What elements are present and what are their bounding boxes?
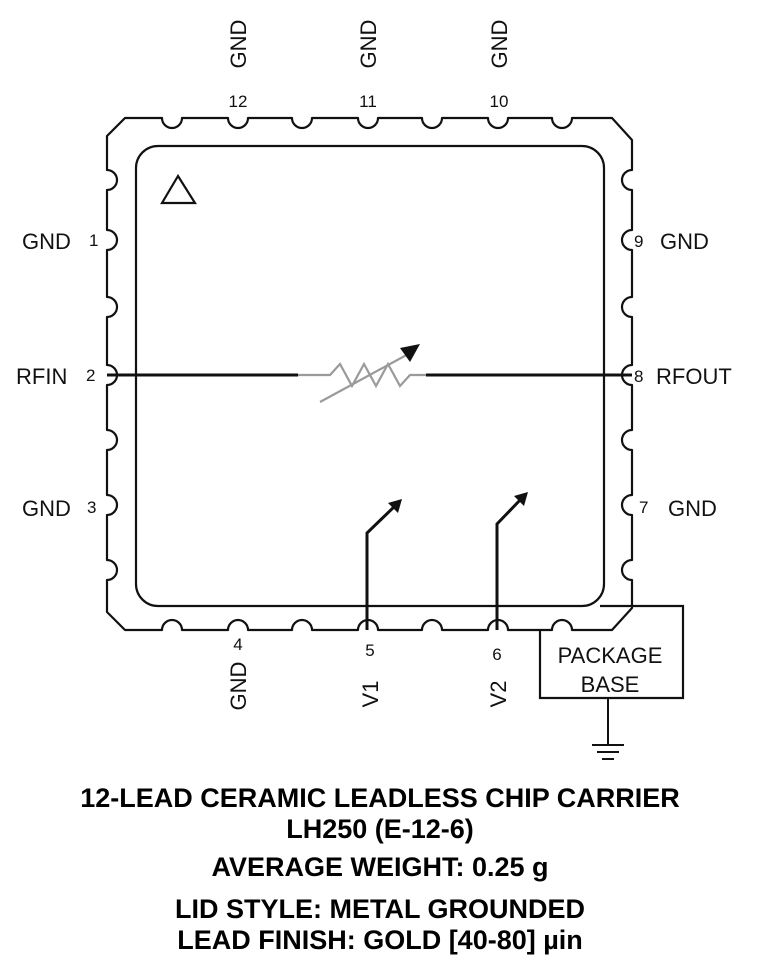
v1-arrow-icon <box>388 499 402 513</box>
attenuator-arrowhead-icon <box>400 344 420 362</box>
pin9-label: GND <box>660 229 709 254</box>
pin6-number: 6 <box>492 645 501 664</box>
caption-package-name: 12-LEAD CERAMIC LEADLESS CHIP CARRIER <box>80 783 680 813</box>
package-base-label-line1: PACKAGE <box>558 643 663 668</box>
pin5-label: V1 <box>358 681 383 708</box>
pin3-label: GND <box>22 496 71 521</box>
pin10-label: GND <box>487 20 512 69</box>
pin10-number: 10 <box>490 92 509 111</box>
pin6-label: V2 <box>486 681 511 708</box>
caption-lid-style: LID STYLE: METAL GROUNDED <box>175 894 585 924</box>
package-base-label-line2: BASE <box>581 672 640 697</box>
v2-arrow-icon <box>514 492 528 506</box>
ground-symbol-icon <box>592 744 624 760</box>
pinout-diagram: PACKAGE BASE 12 11 10 GND GND GND GND 1 … <box>16 20 732 760</box>
pin2-number: 2 <box>86 366 95 385</box>
caption-lead-finish: LEAD FINISH: GOLD [40-80] µin <box>177 925 583 955</box>
attenuator-arrow-line <box>319 351 413 403</box>
v2-control-line <box>495 496 524 630</box>
package-outline <box>105 116 634 632</box>
pin1-number: 1 <box>89 231 98 250</box>
pin1-label: GND <box>22 229 71 254</box>
pin2-label: RFIN <box>16 364 67 389</box>
pin4-number: 4 <box>233 635 242 654</box>
pin7-label: GND <box>668 496 717 521</box>
pin12-label: GND <box>226 20 251 69</box>
pin8-label: RFOUT <box>656 364 732 389</box>
pin4-label: GND <box>226 662 251 711</box>
pin12-number: 12 <box>229 92 248 111</box>
attenuator-resistor <box>298 361 426 389</box>
pin11-label: GND <box>356 20 381 69</box>
pin1-triangle-icon <box>160 173 197 205</box>
pin9-number: 9 <box>634 232 643 251</box>
caption-package-code: LH250 (E-12-6) <box>286 814 474 844</box>
caption-average-weight: AVERAGE WEIGHT: 0.25 g <box>211 852 549 882</box>
pin8-number: 8 <box>634 367 643 386</box>
v1-control-line <box>365 503 398 630</box>
pin5-number: 5 <box>365 641 374 660</box>
pin3-number: 3 <box>87 498 96 517</box>
package-base-link <box>538 604 685 700</box>
pin11-number: 11 <box>359 92 377 111</box>
pin7-number: 7 <box>639 498 648 517</box>
